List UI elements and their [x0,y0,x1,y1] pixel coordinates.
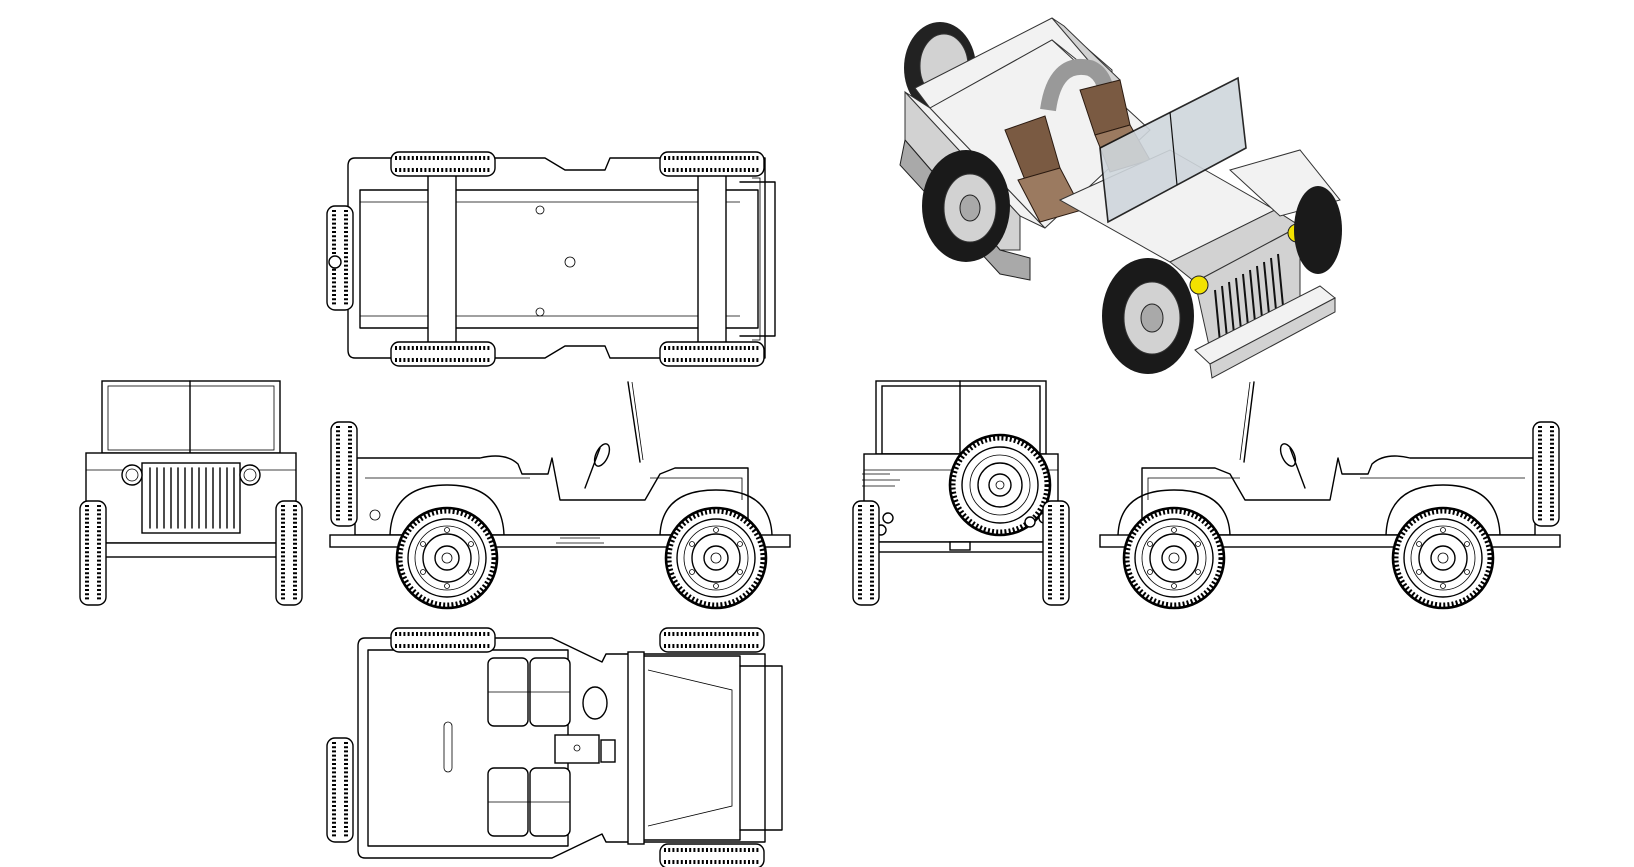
bottom-view [325,626,783,867]
front-view [78,380,304,607]
left-side-view [329,381,791,608]
top-view [325,150,776,368]
right-side-view [1099,381,1561,608]
rear-view [851,380,1071,607]
isometric-view [899,17,1342,379]
